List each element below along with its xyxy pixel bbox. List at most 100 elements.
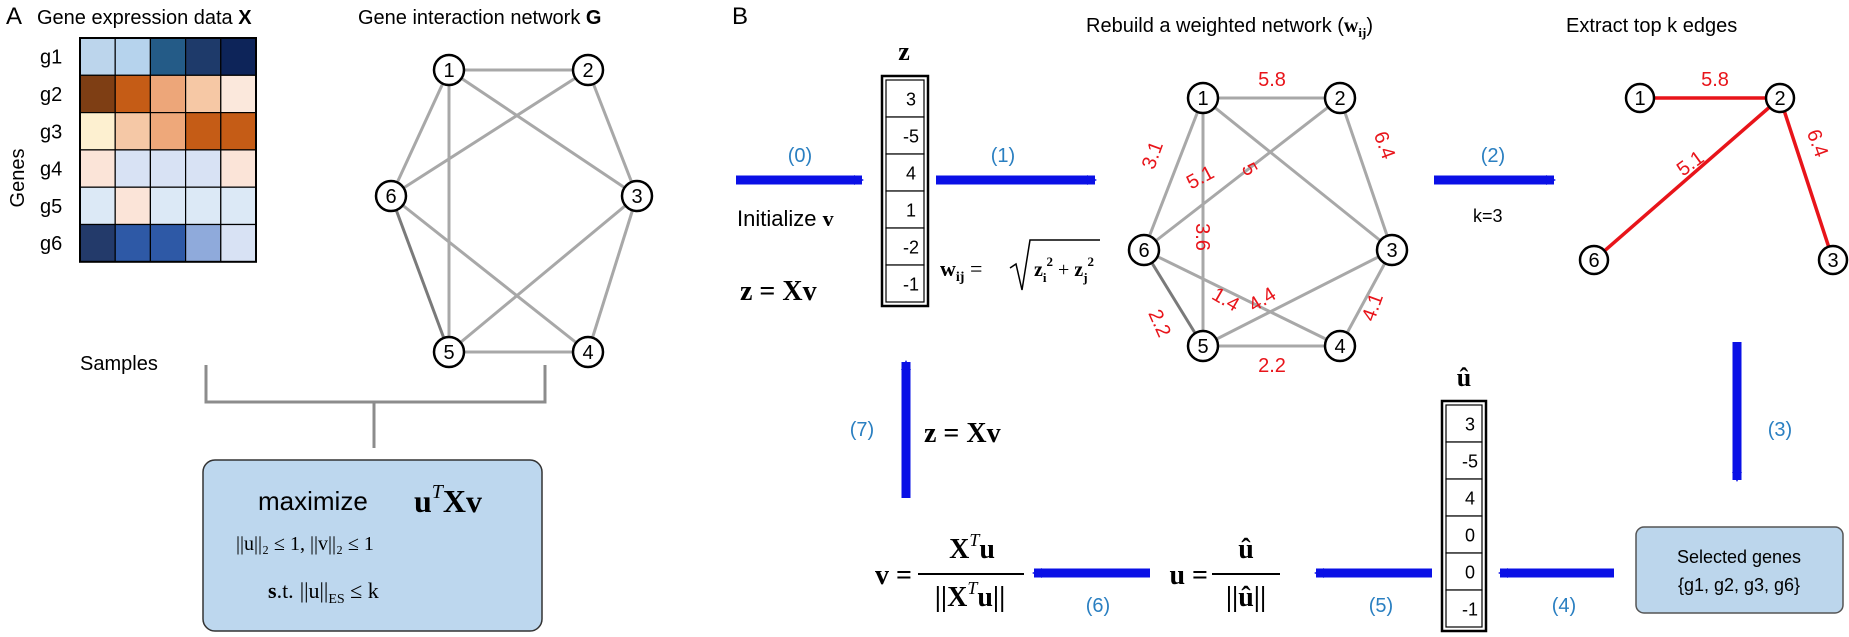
- node-circle: [1186, 329, 1220, 363]
- heatmap-cell: [220, 111, 257, 151]
- heatmap-cell: [79, 111, 116, 151]
- node-label: 1: [1197, 88, 1208, 110]
- vector-cell: [885, 153, 925, 192]
- heatmap-cell: [79, 223, 116, 263]
- node-label: 3: [631, 186, 642, 208]
- heatmap-cell: [185, 186, 222, 226]
- top-edge: [1592, 96, 1782, 262]
- vector-cell: [1445, 404, 1483, 443]
- edge-weight-label: 3.6: [1191, 223, 1213, 251]
- top-edge-weight-label: 5.1: [1673, 147, 1708, 181]
- maximize-word: maximize: [258, 486, 368, 516]
- node-circle: [571, 335, 605, 369]
- node-label: 4: [582, 342, 593, 364]
- vector-value: 3: [906, 90, 916, 110]
- weighted-edge: [1338, 97, 1394, 251]
- v-normalization-formula: v = XTu ||XTu||: [875, 530, 1024, 613]
- node-label: 1: [443, 60, 454, 82]
- vector-value: 0: [1465, 563, 1475, 583]
- node-label: 6: [1138, 240, 1149, 262]
- u-eq-denominator: ||û||: [1226, 582, 1266, 613]
- heatmap-border: [79, 37, 257, 263]
- topk-title: Extract top k edges: [1566, 15, 1737, 37]
- gene-label: g5: [40, 196, 62, 218]
- edge-weight-label: 6.4: [1369, 129, 1399, 163]
- heatmap-cell: [185, 149, 222, 188]
- node-circle: [571, 53, 605, 87]
- weighted-edge: [1202, 96, 1393, 252]
- weighted-edge: [1143, 248, 1341, 348]
- sparsity-constraint: s.t.||u||ES ≤ k: [268, 578, 379, 607]
- vector-cell: [885, 264, 925, 303]
- heatmap-cell: [149, 37, 187, 76]
- vector-cell: [885, 227, 925, 266]
- weighted-edge: [1338, 249, 1394, 347]
- step7-label: (7): [850, 419, 874, 441]
- heatmap-cell: [79, 186, 116, 226]
- node-label: 2: [1334, 88, 1345, 110]
- node-circle: [1375, 233, 1409, 267]
- step0-label: (0): [788, 145, 812, 167]
- k-equals-3: k=3: [1473, 206, 1503, 226]
- initialize-v-text: Initialize v: [737, 206, 834, 231]
- genes-axis-label: Genes: [7, 149, 29, 208]
- heatmap-cell: [220, 37, 257, 76]
- heatmap-cell: [114, 186, 151, 226]
- heatmap-cell: [220, 186, 257, 226]
- node-label: 3: [1827, 250, 1838, 272]
- node-circle: [1127, 233, 1161, 267]
- heatmap-cell: [79, 74, 116, 114]
- node-circle: [1764, 82, 1796, 114]
- network-edge: [448, 194, 638, 354]
- weighted-edge: [1142, 249, 1205, 347]
- vector-value: -2: [903, 238, 919, 258]
- weight-formula: wij = zi2 + zj2: [940, 239, 1100, 291]
- vector-value: 1: [906, 201, 916, 221]
- node-label: 6: [1588, 250, 1599, 272]
- edge-weight-label: 1.4: [1208, 283, 1243, 316]
- selected-genes-set: {g1, g2, g3, g6}: [1678, 575, 1800, 595]
- panel-a-label: A: [6, 3, 22, 30]
- top-edge: [1778, 97, 1835, 261]
- weighted-edge: [1143, 96, 1341, 252]
- vector-border: [1440, 399, 1488, 633]
- network-title: Gene interaction network G: [358, 7, 601, 29]
- node-circle: [432, 335, 466, 369]
- vector-value: -1: [1462, 600, 1478, 620]
- network-edge: [390, 68, 589, 198]
- network-edge: [586, 69, 639, 197]
- heatmap-cell: [149, 149, 187, 188]
- heatmap-cell: [114, 149, 151, 188]
- node-label: 2: [1774, 88, 1785, 110]
- u-eq-lhs: u =: [1169, 560, 1208, 591]
- vector-border: [880, 74, 930, 308]
- step2-label: (2): [1481, 145, 1505, 167]
- heatmap-cell: [149, 186, 187, 226]
- heatmap-cell: [220, 149, 257, 188]
- vector-cell: [1445, 552, 1483, 591]
- weighted-edge: [1202, 248, 1393, 348]
- node-label: 6: [385, 186, 396, 208]
- node-label: 2: [582, 60, 593, 82]
- node-circle: [1624, 82, 1656, 114]
- top-edge-weight-label: 5.8: [1701, 69, 1729, 91]
- vector-cell: [1445, 441, 1483, 480]
- node-label: 1: [1634, 88, 1645, 110]
- vector-value: 4: [1465, 489, 1475, 509]
- node-circle: [1323, 81, 1357, 115]
- heatmap-cell: [220, 74, 257, 114]
- v-eq-denominator: ||XTu||: [935, 578, 1005, 613]
- heatmap-cell: [185, 223, 222, 263]
- sqrt-radicand: zi2 + zj2: [1034, 254, 1094, 285]
- heatmap-cell: [114, 74, 151, 114]
- node-circle: [1186, 81, 1220, 115]
- edge-weight-label: 2.2: [1258, 355, 1286, 377]
- gene-label: g6: [40, 233, 62, 255]
- network-edge: [390, 194, 589, 354]
- edge-weight-label: 5.8: [1258, 69, 1286, 91]
- node-label: 3: [1386, 240, 1397, 262]
- gene-label: g3: [40, 121, 62, 143]
